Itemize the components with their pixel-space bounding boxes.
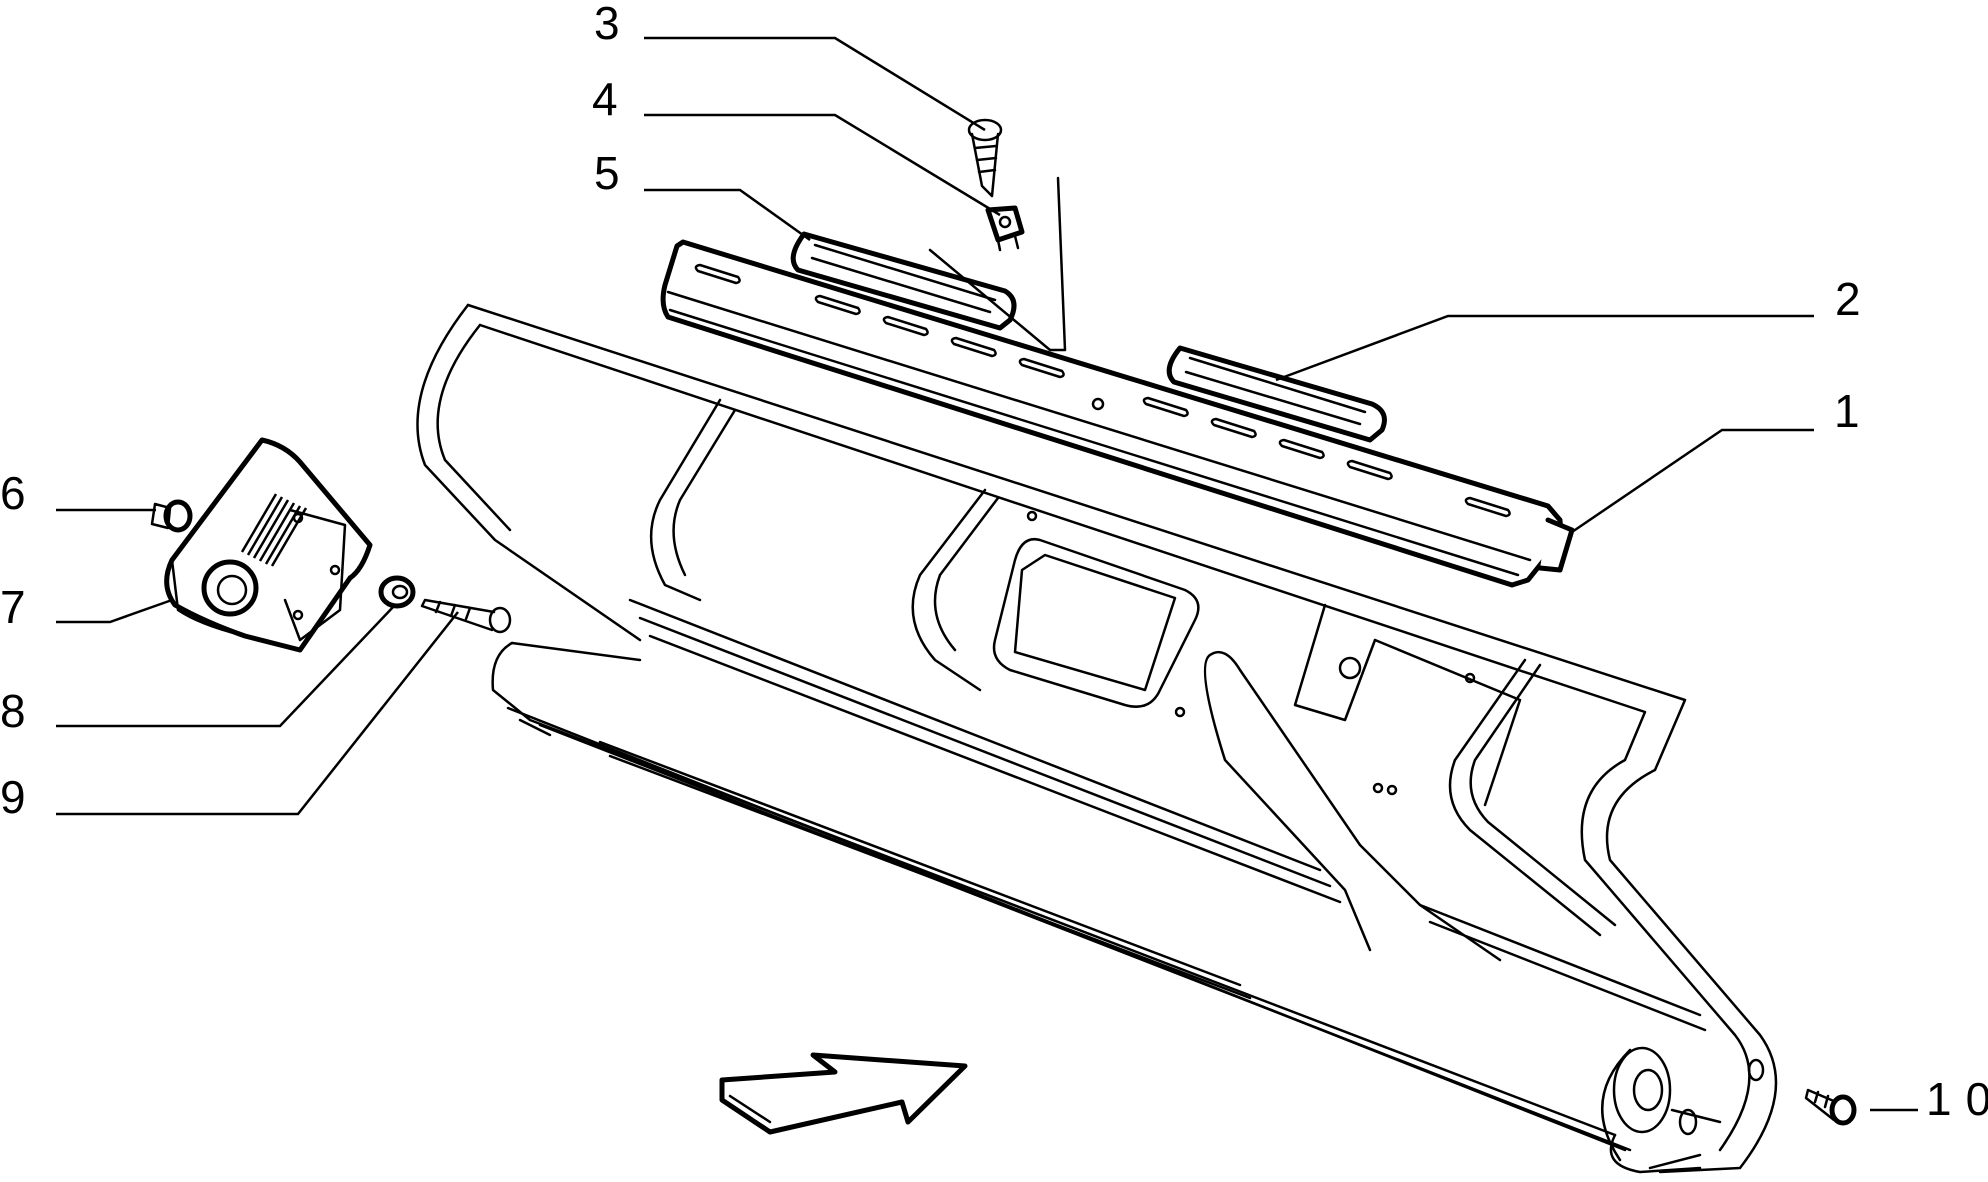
tray-body (416, 303, 1778, 1174)
callout-5: 5 (594, 147, 620, 199)
leader-lines (56, 36, 1918, 1112)
callout-3: 3 (594, 0, 620, 49)
clip-4 (985, 205, 1025, 252)
callout-10: 10 (1926, 1073, 1988, 1125)
rail (660, 239, 1575, 588)
slide-pad-2 (1166, 345, 1387, 443)
screw-6 (150, 499, 193, 533)
callout-7: 7 (0, 581, 26, 633)
callout-1: 1 (1834, 385, 1860, 437)
callout-4: 4 (592, 73, 618, 125)
washer-8 (378, 575, 416, 609)
slide-pad-5 (790, 176, 1067, 352)
hinge-tube (491, 641, 1765, 1174)
callout-9: 9 (0, 771, 26, 823)
callout-2: 2 (1835, 273, 1861, 325)
callout-6: 6 (0, 467, 26, 519)
callout-8: 8 (0, 685, 26, 737)
direction-arrow (719, 1052, 968, 1135)
screw-10 (1804, 1088, 1857, 1126)
screw-3 (967, 118, 1003, 198)
screw-9 (420, 598, 512, 634)
hinge-bracket (164, 437, 373, 653)
